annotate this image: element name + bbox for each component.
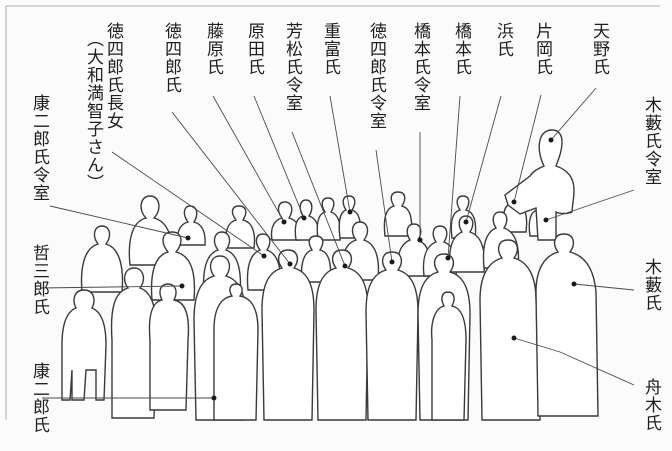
leader-tokushiro-wife (375, 149, 393, 263)
leader-yasujiro-wife (49, 205, 189, 239)
label-kataoka: 片岡氏 (532, 22, 552, 76)
label-kiyabu-wife: 木藪氏令室 (641, 96, 661, 186)
label-amano: 天野氏 (589, 22, 609, 76)
leader-kataoka (513, 94, 542, 203)
dot-amano (548, 137, 554, 143)
leader-lines (39, 87, 635, 399)
dot-tokushiro-wife (389, 259, 395, 265)
dot-harada (301, 215, 307, 221)
label-yoshimatsu-wife: 芳松氏令室 (282, 22, 302, 112)
silhouette-back-8 (383, 191, 413, 237)
label-harada: 原田氏 (244, 22, 264, 76)
leader-yoshimatsu-wife (291, 131, 346, 267)
label-tokushiro-daughter: 徳四郎氏長女 (103, 22, 123, 130)
leader-funaki (513, 337, 635, 386)
leader-amano (550, 87, 597, 141)
leader-hama (465, 95, 502, 223)
leader-shigetomi (329, 95, 351, 213)
silhouette-front-8 (365, 251, 419, 421)
dot-yoshimatsu-wife (342, 263, 348, 269)
label-yasujiro-wife: 康二郎氏令室 (29, 94, 49, 202)
position-dots (179, 137, 577, 401)
silhouette-front-11 (479, 239, 541, 421)
label-hashimoto: 橋本氏 (451, 22, 471, 76)
label-shigetomi: 重富氏 (320, 22, 340, 76)
label-tetsuzaburo: 哲三郎氏 (29, 244, 49, 316)
label-tokushiro: 徳四郎氏 (161, 22, 181, 94)
silhouette-standing-top (504, 129, 575, 241)
silhouette-front-7 (315, 249, 369, 421)
dot-yasujiro (211, 395, 217, 401)
silhouette-back-1 (128, 195, 174, 266)
dot-hashimoto (445, 255, 451, 261)
dot-kiyabu (571, 281, 577, 287)
dot-shigetomi (347, 209, 353, 215)
silhouette-front-12 (535, 233, 599, 417)
front-row-silhouettes (61, 233, 599, 421)
silhouette-mid-2 (150, 231, 196, 301)
leader-kiyabu-wife (545, 189, 635, 221)
silhouette-front-1 (61, 289, 107, 401)
leader-harada (253, 95, 305, 219)
label-fujiwara: 藤原氏 (203, 22, 223, 76)
leader-hashimoto (447, 95, 461, 259)
label-hama: 浜氏 (493, 22, 513, 58)
label-yasujiro: 康二郎氏 (29, 362, 49, 434)
dot-kataoka (511, 199, 517, 205)
silhouette-front-5 (213, 283, 259, 421)
silhouette-mid-9 (448, 215, 486, 273)
label-tokushiro-wife: 徳四郎氏令室 (366, 22, 386, 130)
silhouette-front-3 (148, 283, 190, 411)
dot-hashimoto-wife (417, 237, 423, 243)
silhouette-mid-5 (300, 235, 332, 283)
leader-kiyabu (573, 283, 635, 291)
dot-fujiwara (281, 219, 287, 225)
leader-tokushiro (171, 111, 291, 265)
silhouette-front-2 (110, 267, 158, 419)
dot-funaki (511, 335, 517, 341)
silhouette-mid-7 (396, 223, 432, 277)
silhouette-front-10 (430, 291, 467, 421)
silhouette-mid-6 (340, 221, 380, 281)
leader-tokushiro-daughter (111, 151, 265, 257)
dot-tetsuzaburo (179, 283, 185, 289)
back-row-silhouettes (128, 129, 575, 266)
silhouette-mid-1 (80, 225, 124, 293)
label-kiyabu: 木藪氏 (641, 258, 661, 312)
leader-tetsuzaburo (39, 285, 183, 289)
dot-hama (463, 219, 469, 225)
silhouette-front-6 (261, 249, 315, 421)
dot-yasujiro-wife (185, 235, 191, 241)
label-funaki: 舟木氏 (641, 378, 661, 432)
dot-kiyabu-wife (543, 217, 549, 223)
leader-fujiwara (212, 95, 285, 223)
dot-tokushiro (287, 261, 293, 267)
silhouette-back-3 (224, 205, 256, 249)
silhouette-back-6 (316, 197, 342, 241)
silhouette-back-2 (176, 205, 206, 246)
label-tokushiro-daughter-note: （大和満智子さん） (83, 30, 103, 192)
label-hashimoto-wife: 橋本氏令室 (410, 22, 430, 112)
dot-tokushiro-daughter (261, 253, 267, 259)
